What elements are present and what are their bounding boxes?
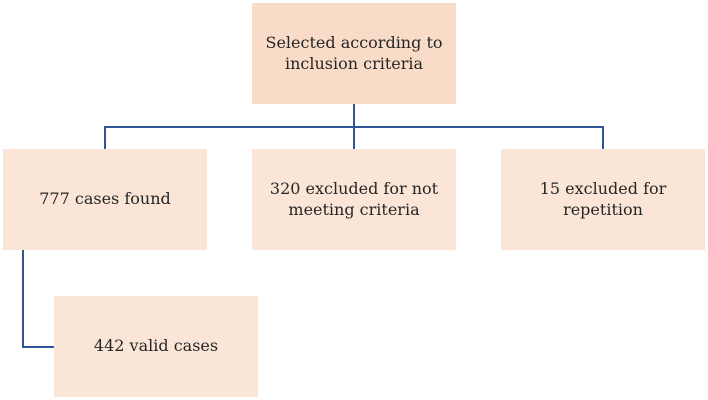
root-box-label: Selected according to inclusion criteria bbox=[265, 32, 443, 73]
valid-cases-label: 442 valid cases bbox=[93, 336, 219, 356]
excluded-repetition-label: 15 excluded for repetition bbox=[539, 178, 667, 219]
excluded-repetition-box: 15 excluded for repetition bbox=[501, 149, 705, 250]
excluded-criteria-box: 320 excluded for not meeting criteria bbox=[252, 149, 456, 250]
root-box: Selected according to inclusion criteria bbox=[252, 3, 456, 104]
cases-found-box: 777 cases found bbox=[3, 149, 207, 250]
excluded-criteria-label: 320 excluded for not meeting criteria bbox=[269, 178, 439, 219]
cases-found-label: 777 cases found bbox=[39, 189, 171, 209]
valid-cases-box: 442 valid cases bbox=[54, 296, 258, 397]
connector-found-to-valid bbox=[22, 250, 54, 348]
